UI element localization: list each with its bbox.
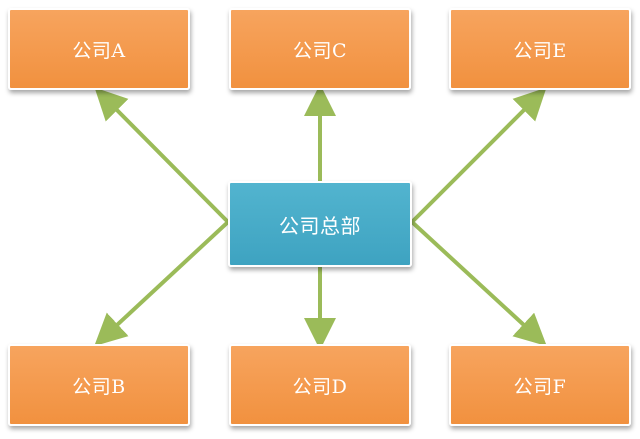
company-a-box: 公司A xyxy=(8,8,190,90)
company-c-label: 公司C xyxy=(292,39,348,62)
company-d-box: 公司D xyxy=(229,344,411,426)
company-c-box: 公司C xyxy=(229,8,411,90)
arrow-to-company-a xyxy=(94,87,230,224)
company-b-label: 公司B xyxy=(72,375,126,398)
arrow-to-company-f xyxy=(410,220,547,347)
arrow-to-company-b xyxy=(94,220,230,347)
headquarters-box: 公司总部 xyxy=(228,181,412,267)
headquarters-label: 公司总部 xyxy=(279,213,361,238)
company-e-box: 公司E xyxy=(449,8,631,90)
company-f-label: 公司F xyxy=(513,375,567,398)
arrow-to-company-e xyxy=(410,87,547,224)
company-b-box: 公司B xyxy=(8,344,190,426)
company-f-box: 公司F xyxy=(449,344,631,426)
company-e-label: 公司E xyxy=(513,39,567,62)
company-d-label: 公司D xyxy=(292,375,348,398)
company-a-label: 公司A xyxy=(72,39,126,62)
